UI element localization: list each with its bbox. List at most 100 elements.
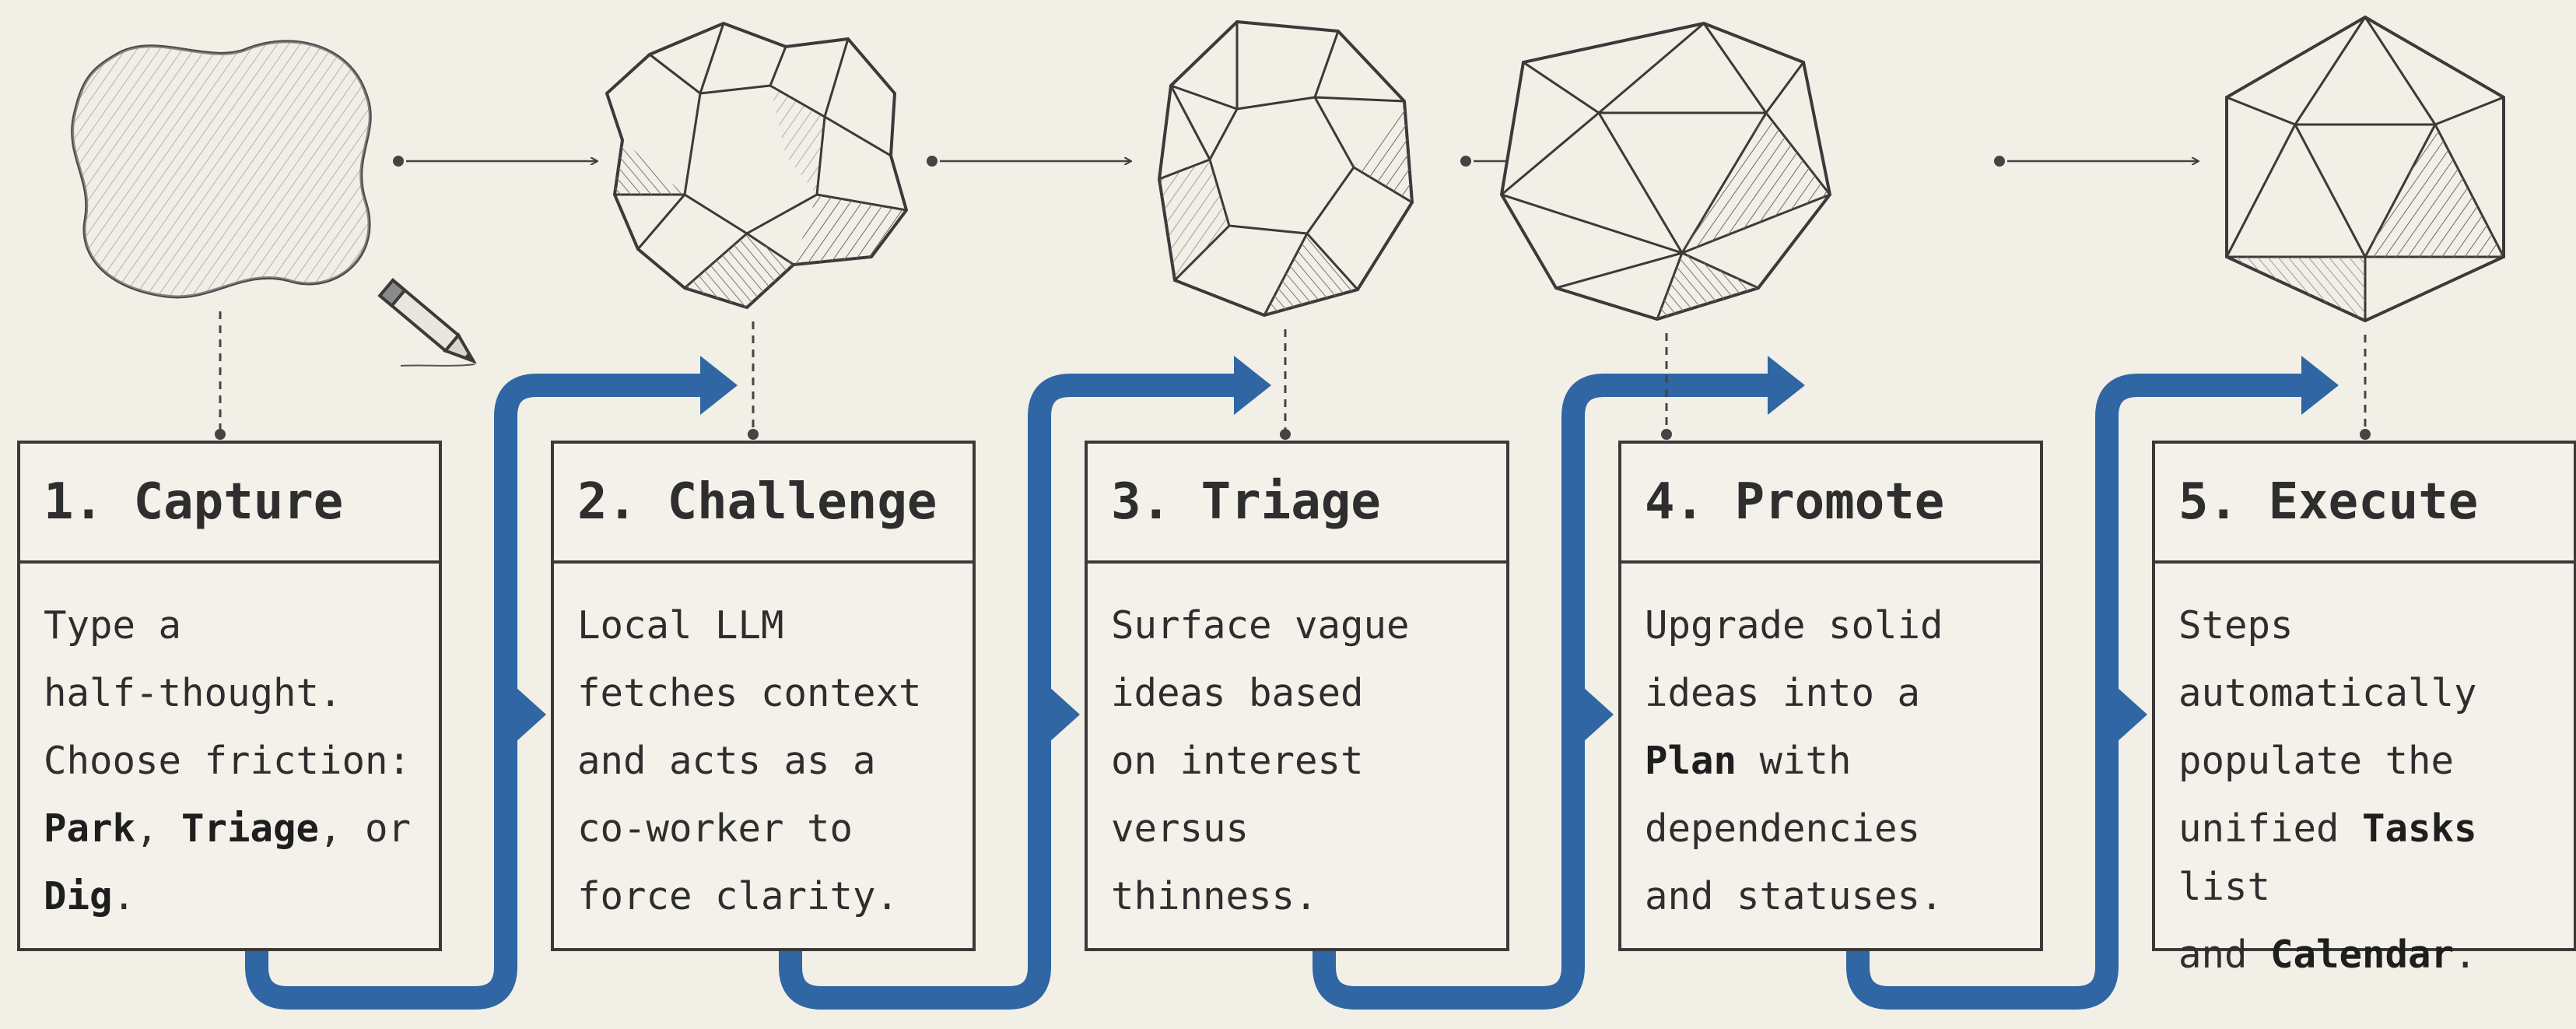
text-run: co-worker to [577, 806, 853, 851]
step-title: 3. Triage [1088, 444, 1506, 564]
description-line: thinness. [1111, 867, 1486, 925]
flow-arrowhead [1768, 356, 1805, 415]
step-arrow-start [1994, 156, 2005, 167]
text-run: Upgrade solid [1645, 603, 1943, 648]
step-description: Type a half-thought. Choose friction: Park,… [20, 564, 439, 925]
emphasis-text: Park [44, 806, 136, 851]
step-title: 5. Execute [2155, 444, 2574, 564]
step-description: Local LLM fetches context and acts as a co-… [554, 564, 973, 925]
emphasis-text: Plan [1645, 739, 1737, 783]
description-line: on interest [1111, 732, 1486, 790]
description-line: automatically [2178, 664, 2553, 722]
step-arrow-start [1460, 156, 1471, 167]
flow-entry-arrowhead [2116, 687, 2147, 743]
leader-dot [1280, 429, 1291, 440]
description-line: Choose friction: [44, 732, 419, 790]
leader-dot [748, 429, 759, 440]
text-run: force clarity. [577, 874, 899, 918]
description-line: Plan with [1645, 732, 2020, 790]
flow-arrowhead [2301, 356, 2339, 415]
description-line: and acts as a [577, 732, 952, 790]
text-run: half-thought. [44, 671, 342, 715]
text-run: list [2178, 865, 2271, 909]
description-line: co-worker to [577, 799, 952, 858]
text-run: automatically [2178, 671, 2477, 715]
flow-entry-arrowhead [1049, 687, 1080, 743]
text-run: and statuses. [1645, 874, 1943, 918]
flow-connector [245, 374, 706, 1010]
leader-dot [215, 429, 226, 440]
rough-blob-shape [71, 40, 372, 299]
description-line: populate the [2178, 732, 2553, 790]
description-line: Steps [2178, 596, 2553, 655]
text-run: Choose friction: [44, 739, 412, 783]
description-line: Surface vague [1111, 596, 1486, 655]
faceted-rock-shape [605, 21, 909, 310]
text-run: and [2178, 932, 2271, 977]
step-title: 2. Challenge [554, 444, 973, 564]
description-line: ideas based [1111, 664, 1486, 722]
pencil-icon [377, 278, 477, 364]
text-run: on interest [1111, 739, 1364, 783]
step-arrow-start [393, 156, 404, 167]
text-run: , [135, 806, 182, 851]
description-line: force clarity. [577, 867, 952, 925]
text-run: thinness. [1111, 874, 1318, 918]
text-run: Steps [2178, 603, 2294, 648]
flow-arrowhead [1234, 356, 1271, 415]
emphasis-text: Dig [44, 874, 113, 918]
flow-connector [1313, 374, 1774, 1010]
text-run: and acts as a [577, 739, 876, 783]
text-run: with [1737, 739, 1852, 783]
step-title: 4. Promote [1621, 444, 2040, 564]
leader-dot [2360, 429, 2371, 440]
step-description: Upgrade solid ideas into a Plan with depend… [1621, 564, 2040, 925]
text-run: fetches context [577, 671, 922, 715]
description-line: Park, Triage, or [44, 799, 419, 858]
description-line: dependencies [1645, 799, 2020, 858]
description-line: Dig. [44, 867, 419, 925]
description-line: unified Tasks list [2178, 799, 2553, 916]
description-line: ideas into a [1645, 664, 2020, 722]
text-run: Surface vague [1111, 603, 1410, 648]
description-line: versus [1111, 799, 1486, 858]
flow-arrowhead [700, 356, 738, 415]
step-description: Steps automatically populate the unified Ta… [2155, 564, 2574, 984]
flow-connector [1846, 374, 2308, 1010]
description-line: fetches context [577, 664, 952, 722]
step-arrow-start [927, 156, 938, 167]
text-run: populate the [2178, 739, 2455, 783]
text-run: Local LLM [577, 603, 784, 648]
emphasis-text: Tasks [2362, 806, 2477, 851]
text-run: , or [319, 806, 412, 851]
text-run: Type a [44, 603, 182, 648]
text-run: . [112, 874, 136, 918]
text-run: . [2454, 932, 2477, 977]
flow-entry-arrowhead [1582, 687, 1614, 743]
description-line: and statuses. [1645, 867, 2020, 925]
description-line: Type a [44, 596, 419, 655]
icosahedron-rough-shape [1499, 21, 1832, 321]
text-run: unified [2178, 806, 2363, 851]
icosahedron-shape [2225, 15, 2505, 323]
step-description: Surface vague ideas based on interest versu… [1088, 564, 1506, 925]
leader-dot [1661, 429, 1672, 440]
text-run: ideas based [1111, 671, 1364, 715]
description-line: Local LLM [577, 596, 952, 655]
text-run: dependencies [1645, 806, 1921, 851]
emphasis-text: Calendar [2270, 932, 2455, 977]
text-run: ideas into a [1645, 671, 1921, 715]
text-run: versus [1111, 806, 1249, 851]
step-title: 1. Capture [20, 444, 439, 564]
description-line: half-thought. [44, 664, 419, 722]
flow-entry-arrowhead [515, 687, 546, 743]
emphasis-text: Triage [181, 806, 320, 851]
dodecahedron-shape [1157, 19, 1414, 318]
description-line: Upgrade solid [1645, 596, 2020, 655]
